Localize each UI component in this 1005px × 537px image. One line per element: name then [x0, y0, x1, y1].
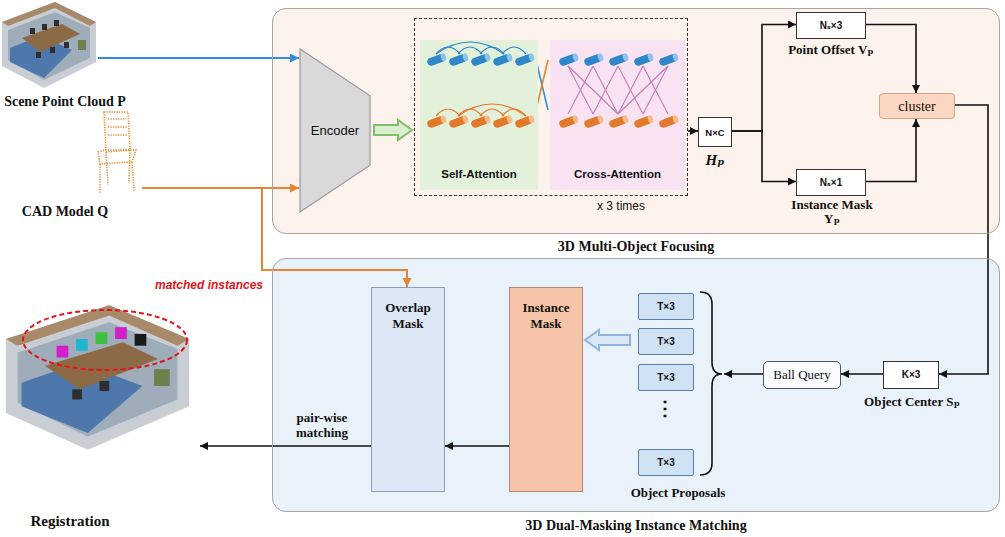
- node-label: cluster: [898, 98, 935, 115]
- repeat-block: Self-Attention Cross-Attentionx 3 times: [414, 18, 688, 196]
- self-attention-tokens: [420, 40, 538, 162]
- arrow-connector: [724, 373, 763, 375]
- arrow-connector: [866, 25, 916, 94]
- tensor-caption: Instance Mask Yₚ: [784, 198, 880, 226]
- panel-fill: [272, 258, 1000, 512]
- node-label: Cross-Attention: [550, 167, 685, 181]
- arrow-connector: [688, 130, 698, 132]
- node-label: Overlap Mask: [372, 300, 444, 332]
- node-label: T×3: [657, 457, 675, 469]
- node-label: K×3: [902, 369, 921, 381]
- callout-label: matched instances: [150, 278, 268, 292]
- tensor-box: Nₛ×3Point Offset Vₚ: [796, 12, 866, 39]
- process-box: cluster: [879, 93, 955, 119]
- cross-attention-tokens: [550, 40, 685, 162]
- arrow-connector: [98, 57, 299, 59]
- ellipsis-mark: ⋮: [655, 398, 675, 418]
- scene-input: Scene Point Cloud P: [0, 0, 98, 90]
- input-caption: CAD Model Q: [0, 203, 130, 220]
- arrow-connector: [142, 188, 407, 287]
- node-label: Ball Query: [773, 367, 830, 383]
- repeat-note: x 3 times: [581, 199, 661, 213]
- proposal-group: T×3T×3T×3T×3Object Proposals: [633, 289, 724, 479]
- scene-point-cloud-image: [2, 2, 96, 88]
- attention-box: Self-Attention: [420, 40, 538, 190]
- panel-title: 3D Multi-Object Focusing: [273, 239, 999, 255]
- arrow-connector: [445, 445, 509, 447]
- edge-label: pair-wise matching: [282, 410, 362, 440]
- arrow-connector: [939, 105, 988, 374]
- tensor-box: Nₛ×1Instance Mask Yₚ: [796, 169, 866, 196]
- proposal-box: T×3: [638, 293, 694, 320]
- matching-panel: Overlap MaskInstance MaskT×3T×3T×3T×3Obj…: [272, 258, 1000, 512]
- node-label: Instance Mask: [510, 300, 582, 332]
- proposal-bracket: [700, 292, 722, 475]
- node-label: Nₛ×3: [820, 20, 842, 32]
- focusing-panel: Encoder Self-Attention: [272, 8, 1000, 234]
- process-box: Ball Query: [763, 361, 841, 389]
- output-caption: Registration: [0, 512, 140, 530]
- registration-output: Registration: [0, 290, 200, 452]
- proposal-box: T×3: [638, 328, 694, 355]
- arrow-connector: [732, 131, 796, 182]
- attention-box: Cross-Attention: [550, 40, 685, 190]
- panel-fill: [272, 8, 1000, 234]
- tensor-box: N×CHₚ: [698, 117, 732, 147]
- panel-title: 3D Dual-Masking Instance Matching: [273, 518, 999, 534]
- arrow-connector: [200, 445, 371, 447]
- node-label: T×3: [657, 336, 675, 348]
- matched-instances-outline: [23, 310, 187, 370]
- cad-input: CAD Model Q: [0, 108, 142, 196]
- proposal-box: T×3: [638, 364, 694, 391]
- block-arrow: [374, 120, 412, 140]
- node-label: Self-Attention: [420, 167, 538, 181]
- node-label: Nₛ×1: [820, 177, 842, 189]
- node-label: N×C: [705, 127, 724, 138]
- tensor-caption: Object Center Sₚ: [864, 394, 960, 409]
- node-label: Encoder: [311, 123, 359, 139]
- cad-chair-image: [98, 112, 136, 193]
- arrow-connector: [732, 25, 796, 132]
- node-label: T×3: [657, 301, 675, 313]
- arrow-connector: [841, 373, 883, 375]
- node-label: T×3: [657, 372, 675, 384]
- mask-box: Instance Mask: [509, 287, 583, 492]
- mask-box: Overlap Mask: [371, 287, 445, 492]
- tensor-box: K×3Object Center Sₚ: [883, 361, 939, 389]
- input-caption: Scene Point Cloud P: [0, 93, 130, 110]
- proposal-box: T×3: [638, 449, 694, 476]
- group-caption: Object Proposals: [618, 485, 738, 501]
- arrow-connector: [866, 119, 916, 182]
- tensor-symbol: Hₚ: [688, 151, 742, 169]
- block-arrow: [585, 330, 630, 350]
- tensor-caption: Point Offset Vₚ: [788, 42, 874, 57]
- registration-image: [6, 305, 189, 449]
- encoder-trapezoid: Encoder: [299, 48, 371, 213]
